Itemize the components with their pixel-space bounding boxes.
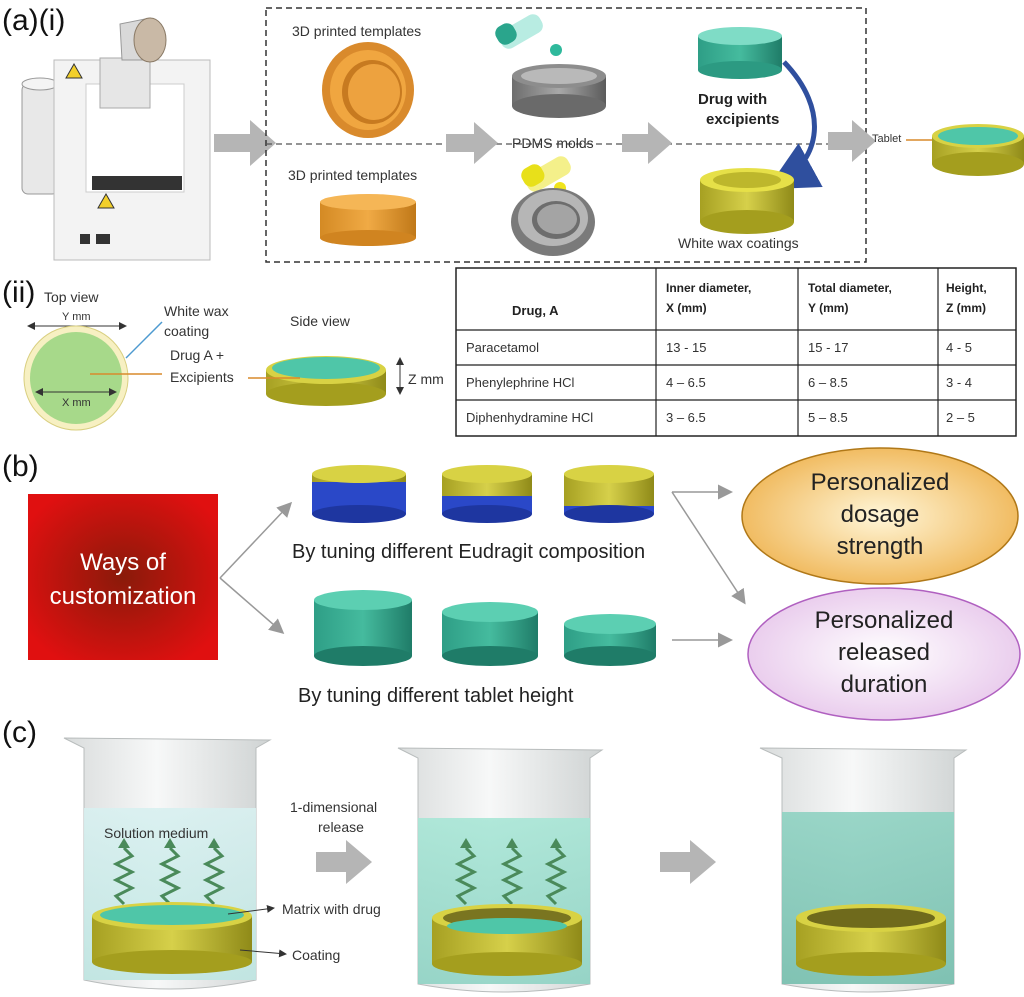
process-arrow: [214, 120, 276, 166]
dimensions-table: Drug, A Inner diameter, X (mm) Total dia…: [455, 267, 1017, 437]
table-header-height-1: Height,: [946, 281, 987, 295]
top-view-label: Top view: [44, 289, 99, 305]
wax-coating-label-line2: coating: [164, 323, 209, 339]
drug-label-line1: Drug with: [698, 91, 767, 108]
panel-label-c: (c): [2, 716, 37, 749]
insert-arrow: [766, 60, 823, 190]
z-mm-label: Z mm: [408, 371, 444, 387]
oval2-line3: duration: [841, 671, 928, 698]
y-mm-label: Y mm: [62, 311, 91, 323]
drug-label-line2: excipients: [706, 111, 779, 128]
eudragit-caption: By tuning different Eudragit composition: [292, 541, 645, 563]
branch-arrow-bottom: [219, 577, 285, 634]
height-tablet-3: [564, 614, 656, 666]
table-header-total-1: Total diameter,: [808, 281, 892, 295]
wax-label: White wax coatings: [678, 235, 799, 251]
customization-line2: customization: [50, 583, 197, 610]
table-header-inner-2: X (mm): [666, 301, 707, 315]
process-dashed-box: [265, 7, 867, 263]
customization-line1: Ways of: [80, 549, 166, 576]
dosage-strength-oval: Personalized dosage strength: [741, 447, 1019, 585]
table-header-drug: Drug, A: [512, 303, 559, 318]
eudragit-tablet-1: [312, 465, 406, 523]
release-label-line2: release: [318, 819, 364, 835]
table-cell: 2 – 5: [946, 410, 975, 425]
process-arrow: [622, 122, 672, 164]
oval1-line2: dosage: [841, 501, 920, 528]
table-cell: 15 - 17: [808, 340, 848, 355]
x-mm-label: X mm: [62, 397, 91, 409]
wax-ring-icon: [700, 168, 794, 234]
beaker-releasing: [397, 747, 604, 993]
eudragit-tablet-3: [564, 465, 654, 523]
table-cell: 6 – 8.5: [808, 375, 848, 390]
result-arrow: [671, 491, 746, 605]
table-cell: 4 – 6.5: [666, 375, 706, 390]
ring-template-icon: [322, 42, 414, 138]
disc-template-icon: [320, 194, 416, 246]
beaker-released: [759, 747, 968, 993]
wax-coating-pointer: [125, 321, 163, 359]
table-cell: 3 - 4: [946, 375, 972, 390]
table-cell: 13 - 15: [666, 340, 706, 355]
tablet-icon: [932, 124, 1024, 176]
table-header-total-2: Y (mm): [808, 301, 848, 315]
oval2-line1: Personalized: [815, 607, 954, 634]
coating-pointer: [239, 949, 287, 958]
pdms-mold-bottom-icon: [511, 156, 595, 256]
templates-top-label: 3D printed templates: [292, 23, 421, 39]
branch-arrow-top: [219, 501, 293, 579]
panel-label-b: (b): [2, 450, 39, 483]
oval2-line2: released: [838, 639, 930, 666]
pdms-mold-top-icon: [495, 14, 606, 118]
eudragit-tablet-2: [442, 465, 532, 523]
wax-coating-label-line1: White wax: [164, 303, 229, 319]
drug-a-label-line2: Excipients: [170, 369, 234, 385]
oval1-line3: strength: [837, 533, 924, 560]
process-arrow: [446, 122, 498, 164]
table-cell: 4 - 5: [946, 340, 972, 355]
templates-bottom-label: 3D printed templates: [288, 167, 417, 183]
process-arrow: [660, 840, 716, 884]
side-view-label: Side view: [290, 313, 351, 329]
table-header-height-2: Z (mm): [946, 301, 986, 315]
drug-disc-icon: [698, 27, 782, 79]
panel-label-aii: (ii): [2, 276, 35, 309]
table-cell: Phenylephrine HCl: [466, 375, 575, 390]
table-cell: 5 – 8.5: [808, 410, 848, 425]
beaker-initial: [63, 737, 272, 990]
process-arrow: [828, 120, 876, 162]
table-cell: Diphenhydramine HCl: [466, 410, 593, 425]
matrix-label: Matrix with drug: [282, 901, 381, 917]
3d-printer-illustration: [21, 17, 211, 261]
solution-medium-label: Solution medium: [104, 825, 208, 841]
drug-a-label-line1: Drug A +: [170, 347, 224, 363]
matrix-pointer: [227, 904, 275, 915]
release-duration-oval: Personalized released duration: [747, 587, 1021, 721]
process-arrow: [316, 840, 372, 884]
customization-box: Ways of customization: [28, 494, 218, 660]
coating-label: Coating: [292, 947, 340, 963]
height-tablet-2: [442, 602, 538, 666]
side-view-diagram: [266, 356, 386, 406]
pdms-label: PDMS molds: [512, 135, 594, 151]
height-tablet-1: [314, 590, 412, 666]
table-header-inner-1: Inner diameter,: [666, 281, 751, 295]
table-cell: Paracetamol: [466, 340, 539, 355]
tablet-label: Tablet: [872, 133, 901, 145]
table-cell: 3 – 6.5: [666, 410, 706, 425]
release-label-line1: 1-dimensional: [290, 799, 377, 815]
oval1-line1: Personalized: [811, 469, 950, 496]
top-view-diagram: [23, 325, 129, 431]
height-caption: By tuning different tablet height: [298, 685, 574, 707]
panel-label-a: (a)(i): [2, 4, 65, 37]
